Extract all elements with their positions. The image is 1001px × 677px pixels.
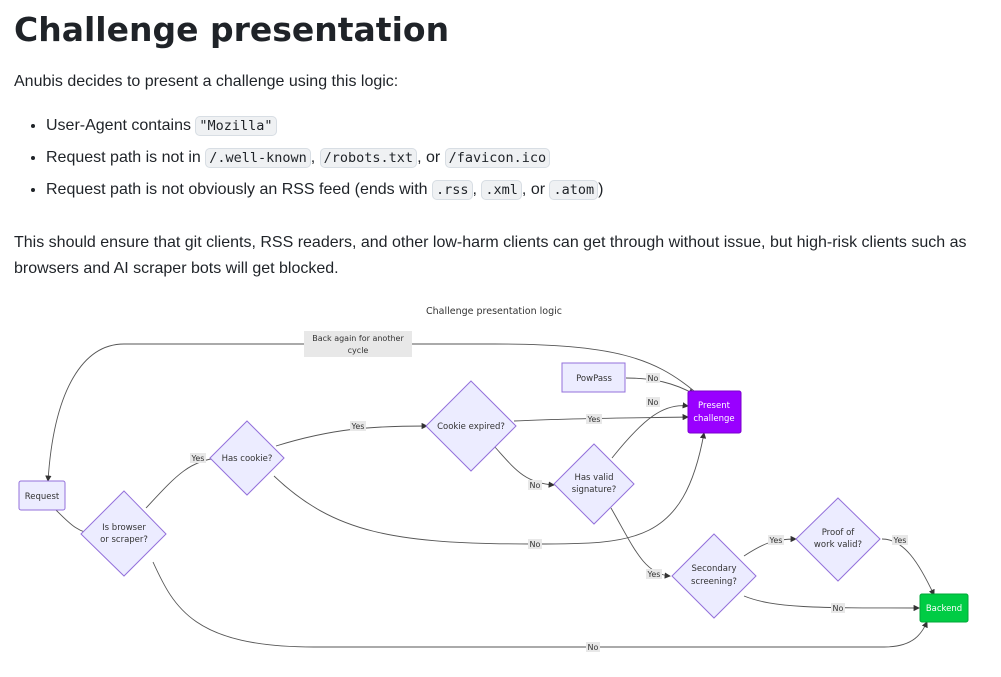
svg-text:Has valid: Has valid — [574, 473, 613, 483]
edge-secondary-backend — [743, 595, 920, 612]
label-no-signature-present: No — [646, 397, 660, 407]
edge-cookieexpired-signature — [493, 445, 555, 488]
svg-text:No: No — [833, 604, 844, 613]
node-proof-of-work: Proof of work valid? — [795, 497, 881, 582]
flowchart-diagram: Challenge presentation logic Back again … — [18, 306, 969, 652]
svg-text:No: No — [530, 540, 541, 549]
label-yes-backend: Yes — [892, 535, 908, 545]
edge-cookieexpired-present — [513, 413, 689, 422]
svg-text:PowPass: PowPass — [576, 374, 612, 384]
inline-code: .rss — [432, 180, 473, 200]
node-has-valid-signature: Has valid signature? — [553, 443, 635, 525]
node-has-cookie: Has cookie? — [209, 420, 285, 496]
svg-text:No: No — [530, 481, 541, 490]
criteria-text: ) — [598, 181, 604, 198]
node-present-challenge: Present challenge — [687, 390, 742, 434]
node-is-browser: Is browser or scraper? — [80, 490, 167, 577]
svg-text:cycle: cycle — [348, 346, 369, 355]
svg-text:Yes: Yes — [191, 454, 205, 463]
node-request: Request — [18, 480, 66, 511]
svg-text:No: No — [648, 398, 659, 407]
svg-text:Secondary: Secondary — [691, 564, 736, 574]
inline-code: .xml — [481, 180, 522, 200]
svg-text:Yes: Yes — [893, 536, 907, 545]
node-secondary-screening: Secondary screening? — [671, 533, 757, 619]
criteria-text: , — [310, 149, 320, 166]
label-no-hascookie: No — [528, 539, 542, 549]
label-yes-secondary: Yes — [646, 569, 662, 579]
label-no-powpass: No — [646, 373, 660, 383]
svg-text:Yes: Yes — [587, 415, 601, 424]
page-title: Challenge presentation — [14, 10, 450, 49]
svg-text:Yes: Yes — [647, 570, 661, 579]
svg-text:Cookie expired?: Cookie expired? — [437, 422, 505, 432]
svg-text:Yes: Yes — [351, 422, 365, 431]
inline-code: .atom — [549, 180, 599, 200]
criteria-list: User-Agent contains "Mozilla"Request pat… — [14, 115, 603, 211]
label-back-again: Back again for another cycle — [304, 331, 412, 357]
edge-proof-backend — [881, 538, 935, 596]
node-powpass: PowPass — [561, 362, 626, 393]
node-cookie-expired: Cookie expired? — [425, 380, 517, 472]
edge-signature-secondary — [610, 507, 671, 579]
criteria-text: User-Agent contains — [46, 117, 196, 134]
criteria-text: , or — [521, 181, 550, 198]
intro-text: Anubis decides to present a challenge us… — [14, 73, 399, 90]
svg-text:Has cookie?: Has cookie? — [222, 454, 273, 464]
label-yes-hascookie: Yes — [190, 453, 206, 463]
svg-text:screening?: screening? — [691, 577, 737, 587]
node-backend: Backend — [919, 593, 969, 623]
criteria-item: Request path is not obviously an RSS fee… — [46, 179, 603, 211]
inline-code: /.well-known — [205, 148, 311, 168]
svg-text:Backend: Backend — [926, 604, 962, 614]
svg-text:challenge: challenge — [693, 414, 734, 424]
svg-text:or scraper?: or scraper? — [100, 535, 148, 545]
svg-text:work valid?: work valid? — [814, 540, 862, 550]
label-yes-proof: Yes — [768, 535, 784, 545]
criteria-text: Request path is not obviously an RSS fee… — [46, 181, 432, 198]
svg-text:Back again for another: Back again for another — [312, 334, 404, 343]
criteria-item: User-Agent contains "Mozilla" — [46, 115, 603, 147]
criteria-item: Request path is not in /.well-known, /ro… — [46, 147, 603, 179]
svg-text:Request: Request — [25, 492, 60, 502]
explanation-paragraph: This should ensure that git clients, RSS… — [14, 234, 967, 277]
inline-code: /favicon.ico — [444, 148, 551, 168]
criteria-text: , — [472, 181, 482, 198]
label-yes-cookieexpired: Yes — [350, 421, 366, 431]
diagram-title: Challenge presentation logic — [426, 306, 562, 317]
svg-text:No: No — [588, 643, 599, 652]
label-no-isbrowser: No — [586, 642, 600, 652]
edge-isbrowser-no-backend — [152, 561, 928, 648]
criteria-text: Request path is not in — [46, 149, 206, 166]
edge-isbrowser-hascookie — [145, 455, 220, 509]
criteria-text: , or — [417, 149, 445, 166]
svg-text:Proof of: Proof of — [822, 528, 856, 538]
svg-text:signature?: signature? — [572, 485, 617, 495]
label-no-secondary-backend: No — [831, 603, 845, 613]
svg-text:Yes: Yes — [769, 536, 783, 545]
label-yes-present: Yes — [586, 414, 602, 424]
edge-back-again — [45, 343, 695, 482]
edge-signature-present — [611, 402, 689, 459]
inline-code: /robots.txt — [319, 148, 418, 168]
svg-text:No: No — [648, 374, 659, 383]
svg-text:Present: Present — [698, 401, 731, 411]
inline-code: "Mozilla" — [195, 116, 277, 136]
svg-text:Is browser: Is browser — [102, 523, 146, 533]
label-no-cookieexpired: No — [528, 480, 542, 490]
